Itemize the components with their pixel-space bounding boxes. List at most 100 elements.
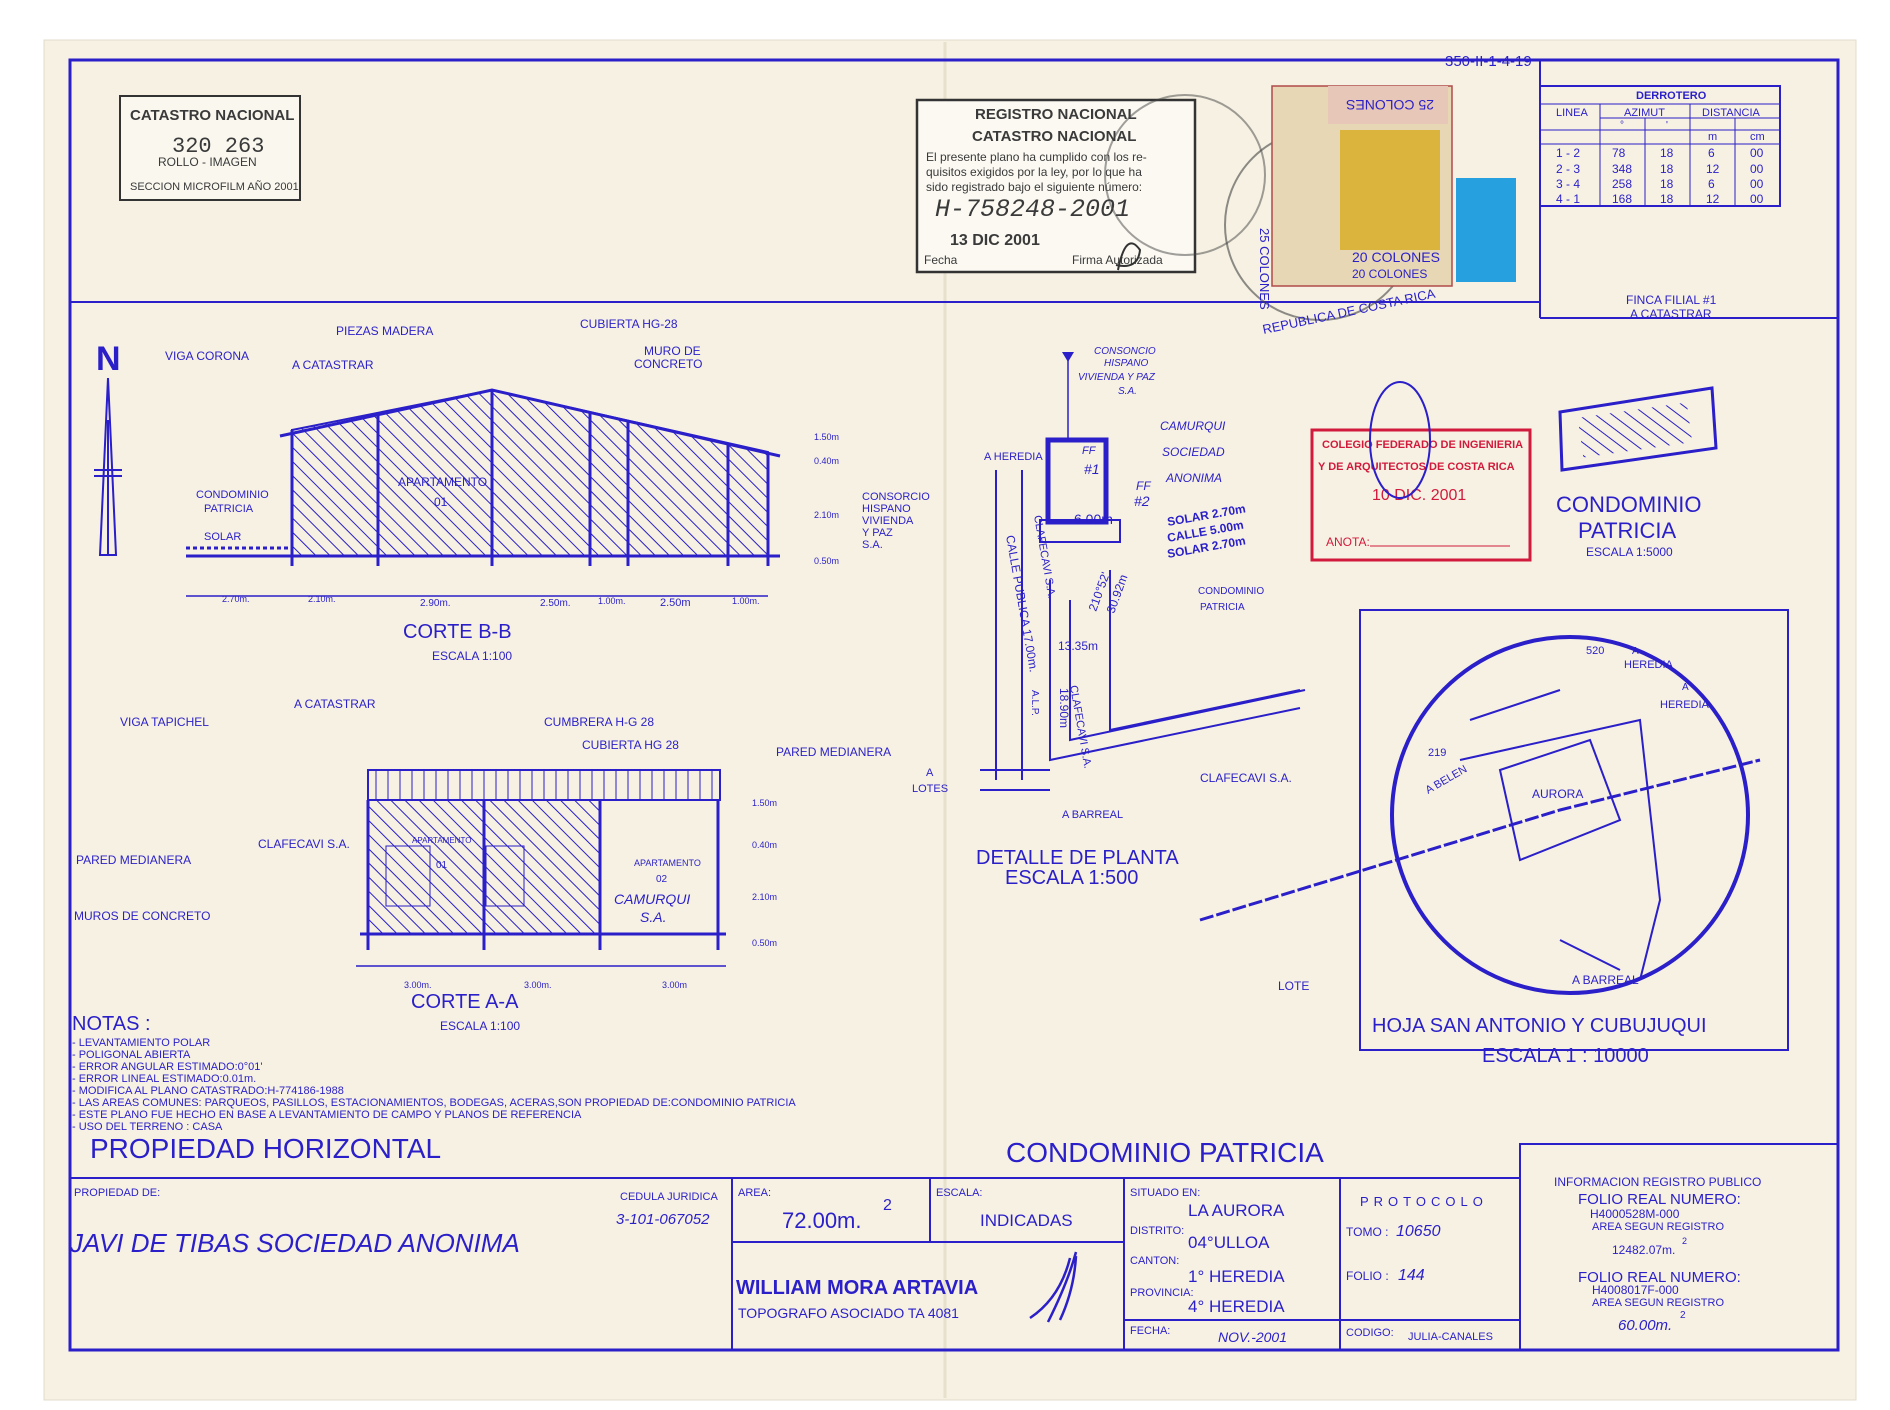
bb-apt-num: 01 bbox=[434, 495, 448, 509]
aa-apt01: 01 bbox=[436, 860, 448, 871]
drawing-frame bbox=[68, 58, 1840, 1352]
corte-aa-title: CORTE A-A bbox=[411, 991, 519, 1013]
topografo-sub: TOPOGRAFO ASOCIADO TA 4081 bbox=[738, 1305, 959, 1321]
derrotero-table: DERROTERO LINEA AZIMUT DISTANCIA ° ' m c… bbox=[1539, 85, 1781, 207]
rp-area1: 12482.07m. bbox=[1612, 1243, 1675, 1257]
dp-camurqui3: ANONIMA bbox=[1165, 471, 1222, 485]
bb-w7: 1.00m. bbox=[732, 596, 760, 606]
tax-stamp-value-3: 20 COLONES bbox=[1352, 267, 1427, 281]
provincia-label: PROVINCIA: bbox=[1130, 1287, 1194, 1299]
ff-scale: ESCALA 1:5000 bbox=[1586, 545, 1673, 559]
north-label: N bbox=[96, 340, 121, 378]
colegio-line1: COLEGIO FEDERADO DE INGENIERIA bbox=[1322, 439, 1523, 451]
derrotero-sub-m: m bbox=[1708, 131, 1717, 143]
aa-camurqui1: CAMURQUI bbox=[614, 891, 690, 907]
derrotero-row: 1 - 2 78 18 6 00 bbox=[1556, 146, 1764, 160]
rp-area1-label: AREA SEGUN REGISTRO bbox=[1592, 1221, 1724, 1233]
bb-a-catastrar: A CATASTRAR bbox=[292, 358, 374, 372]
colegio-anota: ANOTA: bbox=[1326, 535, 1370, 549]
row4-m: 12 bbox=[1706, 192, 1720, 206]
cedula-label: CEDULA JURIDICA bbox=[620, 1191, 718, 1203]
colegio-stamp: COLEGIO FEDERADO DE INGENIERIA Y DE ARQU… bbox=[1310, 381, 1532, 562]
canton-value: 1° HEREDIA bbox=[1188, 1267, 1285, 1286]
aa-apartamento2: APARTAMENTO bbox=[634, 858, 701, 868]
title-block: PROPIEDAD DE: JAVI DE TIBAS SOCIEDAD ANO… bbox=[69, 1143, 1839, 1351]
registro-line1: REGISTRO NACIONAL bbox=[975, 106, 1137, 123]
bb-h2: 0.40m bbox=[814, 456, 839, 466]
rp-sup2: 2 bbox=[1680, 1310, 1686, 1321]
rp-folio2-label: FOLIO REAL NUMERO: bbox=[1578, 1269, 1741, 1286]
rp-sup1: 2 bbox=[1682, 1236, 1687, 1246]
aa-apartamento: APARTAMENTO bbox=[412, 836, 471, 845]
location-map-scale: ESCALA 1 : 10000 bbox=[1482, 1045, 1649, 1067]
corte-aa-scale: ESCALA 1:100 bbox=[440, 1019, 520, 1033]
situado-label: SITUADO EN: bbox=[1130, 1187, 1200, 1199]
aa-clafecavi: CLAFECAVI S.A. bbox=[258, 837, 350, 851]
registro-fecha-label: Fecha bbox=[924, 253, 958, 267]
row3-cm: 00 bbox=[1750, 177, 1764, 191]
detalle-planta-title: DETALLE DE PLANTA bbox=[976, 847, 1179, 869]
tomo-label: TOMO : bbox=[1346, 1225, 1388, 1239]
aa-a-catastrar: A CATASTRAR bbox=[294, 697, 376, 711]
fecha-value: NOV.-2001 bbox=[1218, 1329, 1287, 1345]
row2-min: 18 bbox=[1660, 162, 1674, 176]
nota-item: - ESTE PLANO FUE HECHO EN BASE A LEVANTA… bbox=[72, 1109, 582, 1121]
row2-deg: 348 bbox=[1612, 162, 1632, 176]
dp-ff2b: #2 bbox=[1134, 493, 1150, 509]
area-value: 72.00m. bbox=[782, 1208, 862, 1233]
rp-title: INFORMACION REGISTRO PUBLICO bbox=[1554, 1175, 1761, 1189]
dp-consorcio3: VIVIENDA Y PAZ bbox=[1078, 372, 1156, 383]
aa-w3: 3.00m bbox=[662, 980, 687, 990]
nota-item: - MODIFICA AL PLANO CATASTRADO:H-774186-… bbox=[72, 1085, 344, 1097]
provincia-value: 4° HEREDIA bbox=[1188, 1297, 1285, 1316]
canton-label: CANTON: bbox=[1130, 1255, 1179, 1267]
aa-camurqui2: S.A. bbox=[640, 909, 666, 925]
location-map-title: HOJA SAN ANTONIO Y CUBUJUQUI bbox=[1372, 1015, 1707, 1037]
colegio-date: 10 DIC. 2001 bbox=[1372, 487, 1466, 504]
map-aurora: AURORA bbox=[1532, 787, 1583, 801]
topografo-name: WILLIAM MORA ARTAVIA bbox=[736, 1277, 978, 1299]
catastro-title: CATASTRO NACIONAL bbox=[130, 107, 294, 124]
dp-clafecavi-h: CLAFECAVI S.A. bbox=[1200, 771, 1292, 785]
aa-apt02: 02 bbox=[656, 874, 668, 885]
nota-item: - ERROR ANGULAR ESTIMADO:0°01' bbox=[72, 1061, 263, 1073]
registro-body2: quisitos exigidos por la ley, por lo que… bbox=[926, 165, 1142, 179]
registro-firma-label: Firma Autorizada bbox=[1072, 253, 1163, 267]
dp-camurqui1: CAMURQUI bbox=[1160, 419, 1226, 433]
catastro-microfilm-box: CATASTRO NACIONAL 320 263 ROLLO - IMAGEN… bbox=[119, 95, 301, 201]
aa-viga-tapichel: VIGA TAPICHEL bbox=[120, 715, 209, 729]
rp-area2: 60.00m. bbox=[1618, 1317, 1672, 1334]
notas-section: NOTAS : - LEVANTAMIENTO POLAR - POLIGONA… bbox=[72, 1013, 796, 1133]
bb-consorcio4: Y PAZ bbox=[862, 527, 893, 539]
row1-cm: 00 bbox=[1750, 146, 1764, 160]
ff-label2: A CATASTRAR bbox=[1630, 307, 1712, 321]
folio-label: FOLIO : bbox=[1346, 1269, 1389, 1283]
registro-number: H-758248-2001 bbox=[935, 195, 1130, 224]
row4-min: 18 bbox=[1660, 192, 1674, 206]
bb-condominio2: PATRICIA bbox=[204, 503, 254, 515]
map-219: 219 bbox=[1428, 747, 1446, 759]
rp-folio1: H4000528M-000 bbox=[1590, 1207, 1680, 1221]
row3-m: 6 bbox=[1708, 177, 1715, 191]
dp-alp: A.L.P. bbox=[1029, 690, 1040, 716]
dp-consorcio4: S.A. bbox=[1118, 386, 1137, 397]
aa-muros: MUROS DE CONCRETO bbox=[74, 909, 210, 923]
tax-stamp-value-1: 25 COLONES bbox=[1346, 97, 1434, 113]
escala-value: INDICADAS bbox=[980, 1211, 1073, 1230]
derrotero-header-azimut: AZIMUT bbox=[1624, 107, 1665, 119]
title-condominio-patricia: CONDOMINIO PATRICIA bbox=[1006, 1137, 1324, 1168]
map-a-heredia-top2: HEREDIA bbox=[1624, 659, 1674, 671]
row1-linea: 1 - 2 bbox=[1556, 146, 1580, 160]
bb-solar: SOLAR bbox=[204, 531, 241, 543]
dp-a-lotes2: LOTES bbox=[912, 783, 948, 795]
bb-muro1: MURO DE bbox=[644, 344, 701, 358]
colegio-line2: Y DE ARQUITECTOS DE COSTA RICA bbox=[1318, 461, 1515, 473]
corte-bb-scale: ESCALA 1:100 bbox=[432, 649, 512, 663]
bb-muro2: CONCRETO bbox=[634, 357, 702, 371]
aa-pared-medianera-right: PARED MEDIANERA bbox=[776, 745, 891, 759]
aa-h4: 0.50m bbox=[752, 938, 777, 948]
dp-condominio1: CONDOMINIO bbox=[1198, 586, 1264, 597]
bb-h1: 1.50m bbox=[814, 432, 839, 442]
derrotero-sub-cm: cm bbox=[1750, 131, 1765, 143]
row2-cm: 00 bbox=[1750, 162, 1764, 176]
